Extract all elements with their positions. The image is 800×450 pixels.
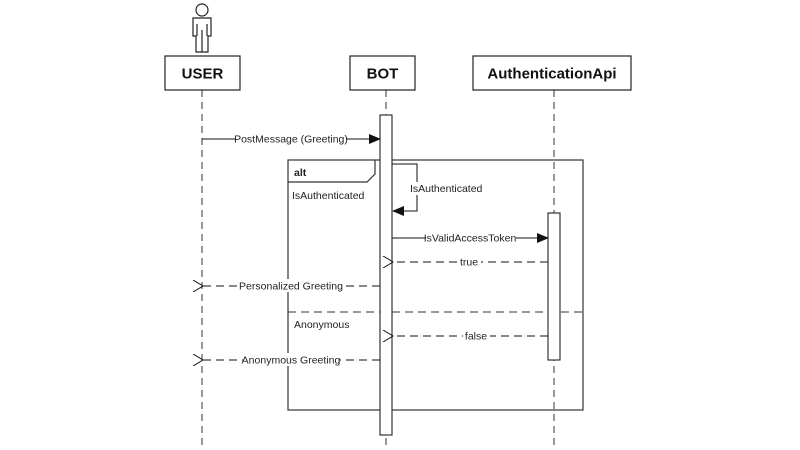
participant-bot[interactable]: BOT [349, 55, 416, 91]
message-isvalidaccesstoken: IsValidAccessToken [392, 231, 549, 245]
message-personalized-greeting: Personalized Greeting [203, 279, 380, 293]
message-true-return: true [393, 255, 548, 269]
message-anonymous-greeting-label: Anonymous Greeting [242, 355, 341, 367]
alt-guard-2: Anonymous [294, 319, 349, 331]
alt-operator-tab [288, 160, 376, 183]
message-isauthenticated-label: IsAuthenticated [410, 183, 483, 195]
message-personalized-greeting-label: Personalized Greeting [239, 281, 343, 293]
participant-bot-label: BOT [367, 66, 399, 83]
alt-operator-label: alt [294, 167, 307, 179]
bot-activation [379, 114, 393, 436]
message-postmessage: PostMessage (Greeting) [202, 132, 381, 146]
message-isvalidaccesstoken-label: IsValidAccessToken [424, 233, 517, 245]
auth-activation [547, 212, 561, 361]
message-false-label: false [465, 331, 487, 343]
participant-auth-label: AuthenticationApi [487, 66, 616, 83]
participant-auth[interactable]: AuthenticationApi [472, 55, 632, 91]
message-false-return: false [393, 329, 548, 343]
message-postmessage-label: PostMessage (Greeting) [234, 134, 348, 146]
message-true-label: true [460, 257, 478, 269]
message-isauthenticated-self: IsAuthenticated [392, 163, 483, 216]
message-anonymous-greeting: Anonymous Greeting [203, 353, 380, 367]
alt-guard-1: IsAuthenticated [292, 190, 365, 202]
participant-user-label: USER [182, 66, 224, 83]
alt-fragment: alt IsAuthenticated Anonymous [287, 159, 584, 411]
participant-user[interactable]: USER [164, 55, 241, 91]
user-actor-icon [192, 3, 212, 53]
